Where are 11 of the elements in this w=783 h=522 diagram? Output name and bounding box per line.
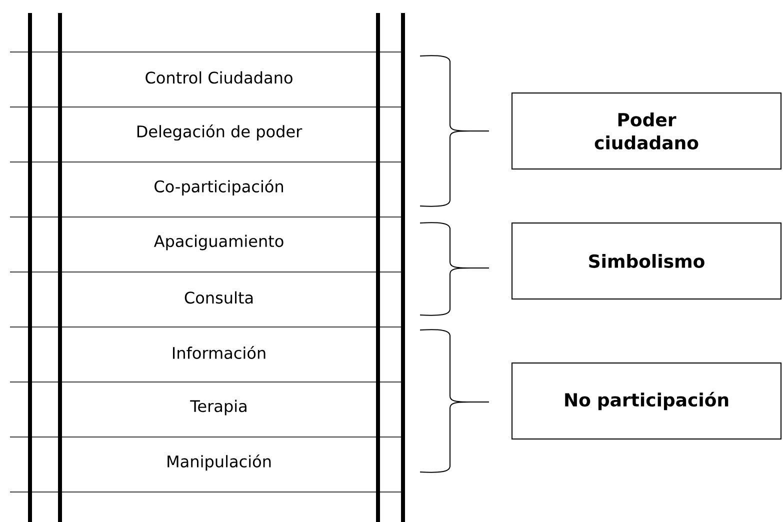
category-box: No participación (512, 362, 782, 440)
rung-label: Delegación de poder (137, 124, 302, 141)
rung-label: Manipulación (168, 454, 271, 471)
rung-label: Consulta (184, 291, 253, 304)
rung-label: Información (173, 346, 266, 359)
rung-label: Apaciguamiento (154, 234, 284, 250)
rung-label: Co-participación (154, 179, 283, 196)
category-box: Simbolismo (512, 222, 782, 300)
category-box: Poder ciudadano (512, 92, 782, 170)
rung-label: Terapia (190, 400, 246, 416)
rung-label: Control Ciudadano (146, 71, 292, 84)
